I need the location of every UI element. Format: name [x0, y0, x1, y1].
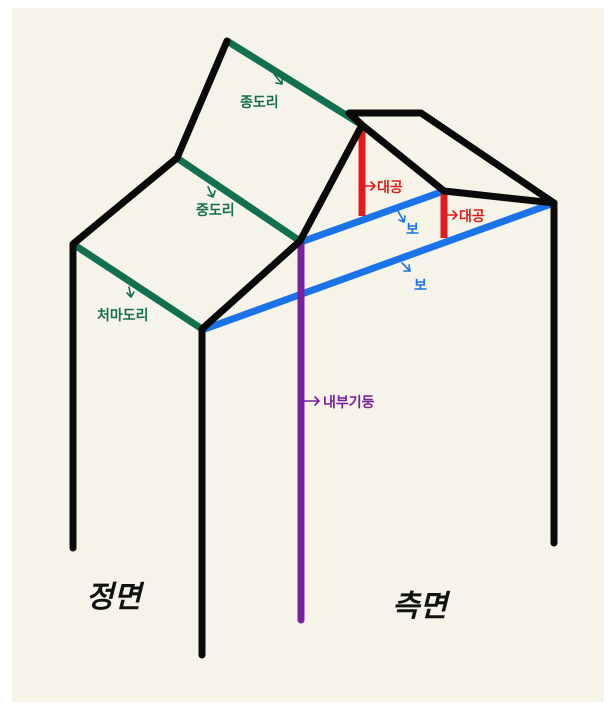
- eave-purlin-label: 처마도리: [97, 308, 149, 324]
- beam-lower-arrow-icon: [401, 262, 411, 272]
- annotation-arrows: [126, 73, 458, 406]
- beam-lower-line: [198, 199, 558, 334]
- side-view-label: 측면: [392, 589, 448, 624]
- ridge-purlin-label: 종도리: [240, 95, 279, 111]
- middle-purlin-line: [175, 155, 302, 244]
- beam-upper-label: 보: [406, 222, 419, 238]
- king-post-lower-arrow-icon: [445, 210, 458, 220]
- front-view-label: 정면: [86, 580, 142, 615]
- front-left-post-and-rafter: [69, 37, 231, 552]
- background-panel: [12, 8, 604, 702]
- middle-purlin-label: 중도리: [196, 203, 235, 219]
- king-post-upper-label: 대공: [377, 180, 403, 196]
- ridge-purlin-arrow-icon: [273, 73, 283, 85]
- black-frame: [69, 37, 558, 659]
- eave-purlin-arrow-icon: [126, 286, 135, 298]
- inner-column-label: 내부기둥: [323, 395, 375, 411]
- king-post-lower-label: 대공: [459, 209, 485, 225]
- ridge-purlin-line: [225, 38, 364, 128]
- front-right-post-rafter-and-roof: [198, 109, 558, 659]
- beam-lower-label: 보: [414, 278, 427, 294]
- eave-purlin-line: [71, 241, 204, 332]
- king-post-upper-arrow-icon: [362, 181, 376, 191]
- inner-column-arrow-icon: [302, 396, 320, 406]
- beam-upper-line: [297, 187, 448, 246]
- beam-upper-arrow-icon: [397, 210, 406, 223]
- middle-purlin-arrow-icon: [207, 186, 216, 198]
- rear-rafter: [358, 121, 558, 207]
